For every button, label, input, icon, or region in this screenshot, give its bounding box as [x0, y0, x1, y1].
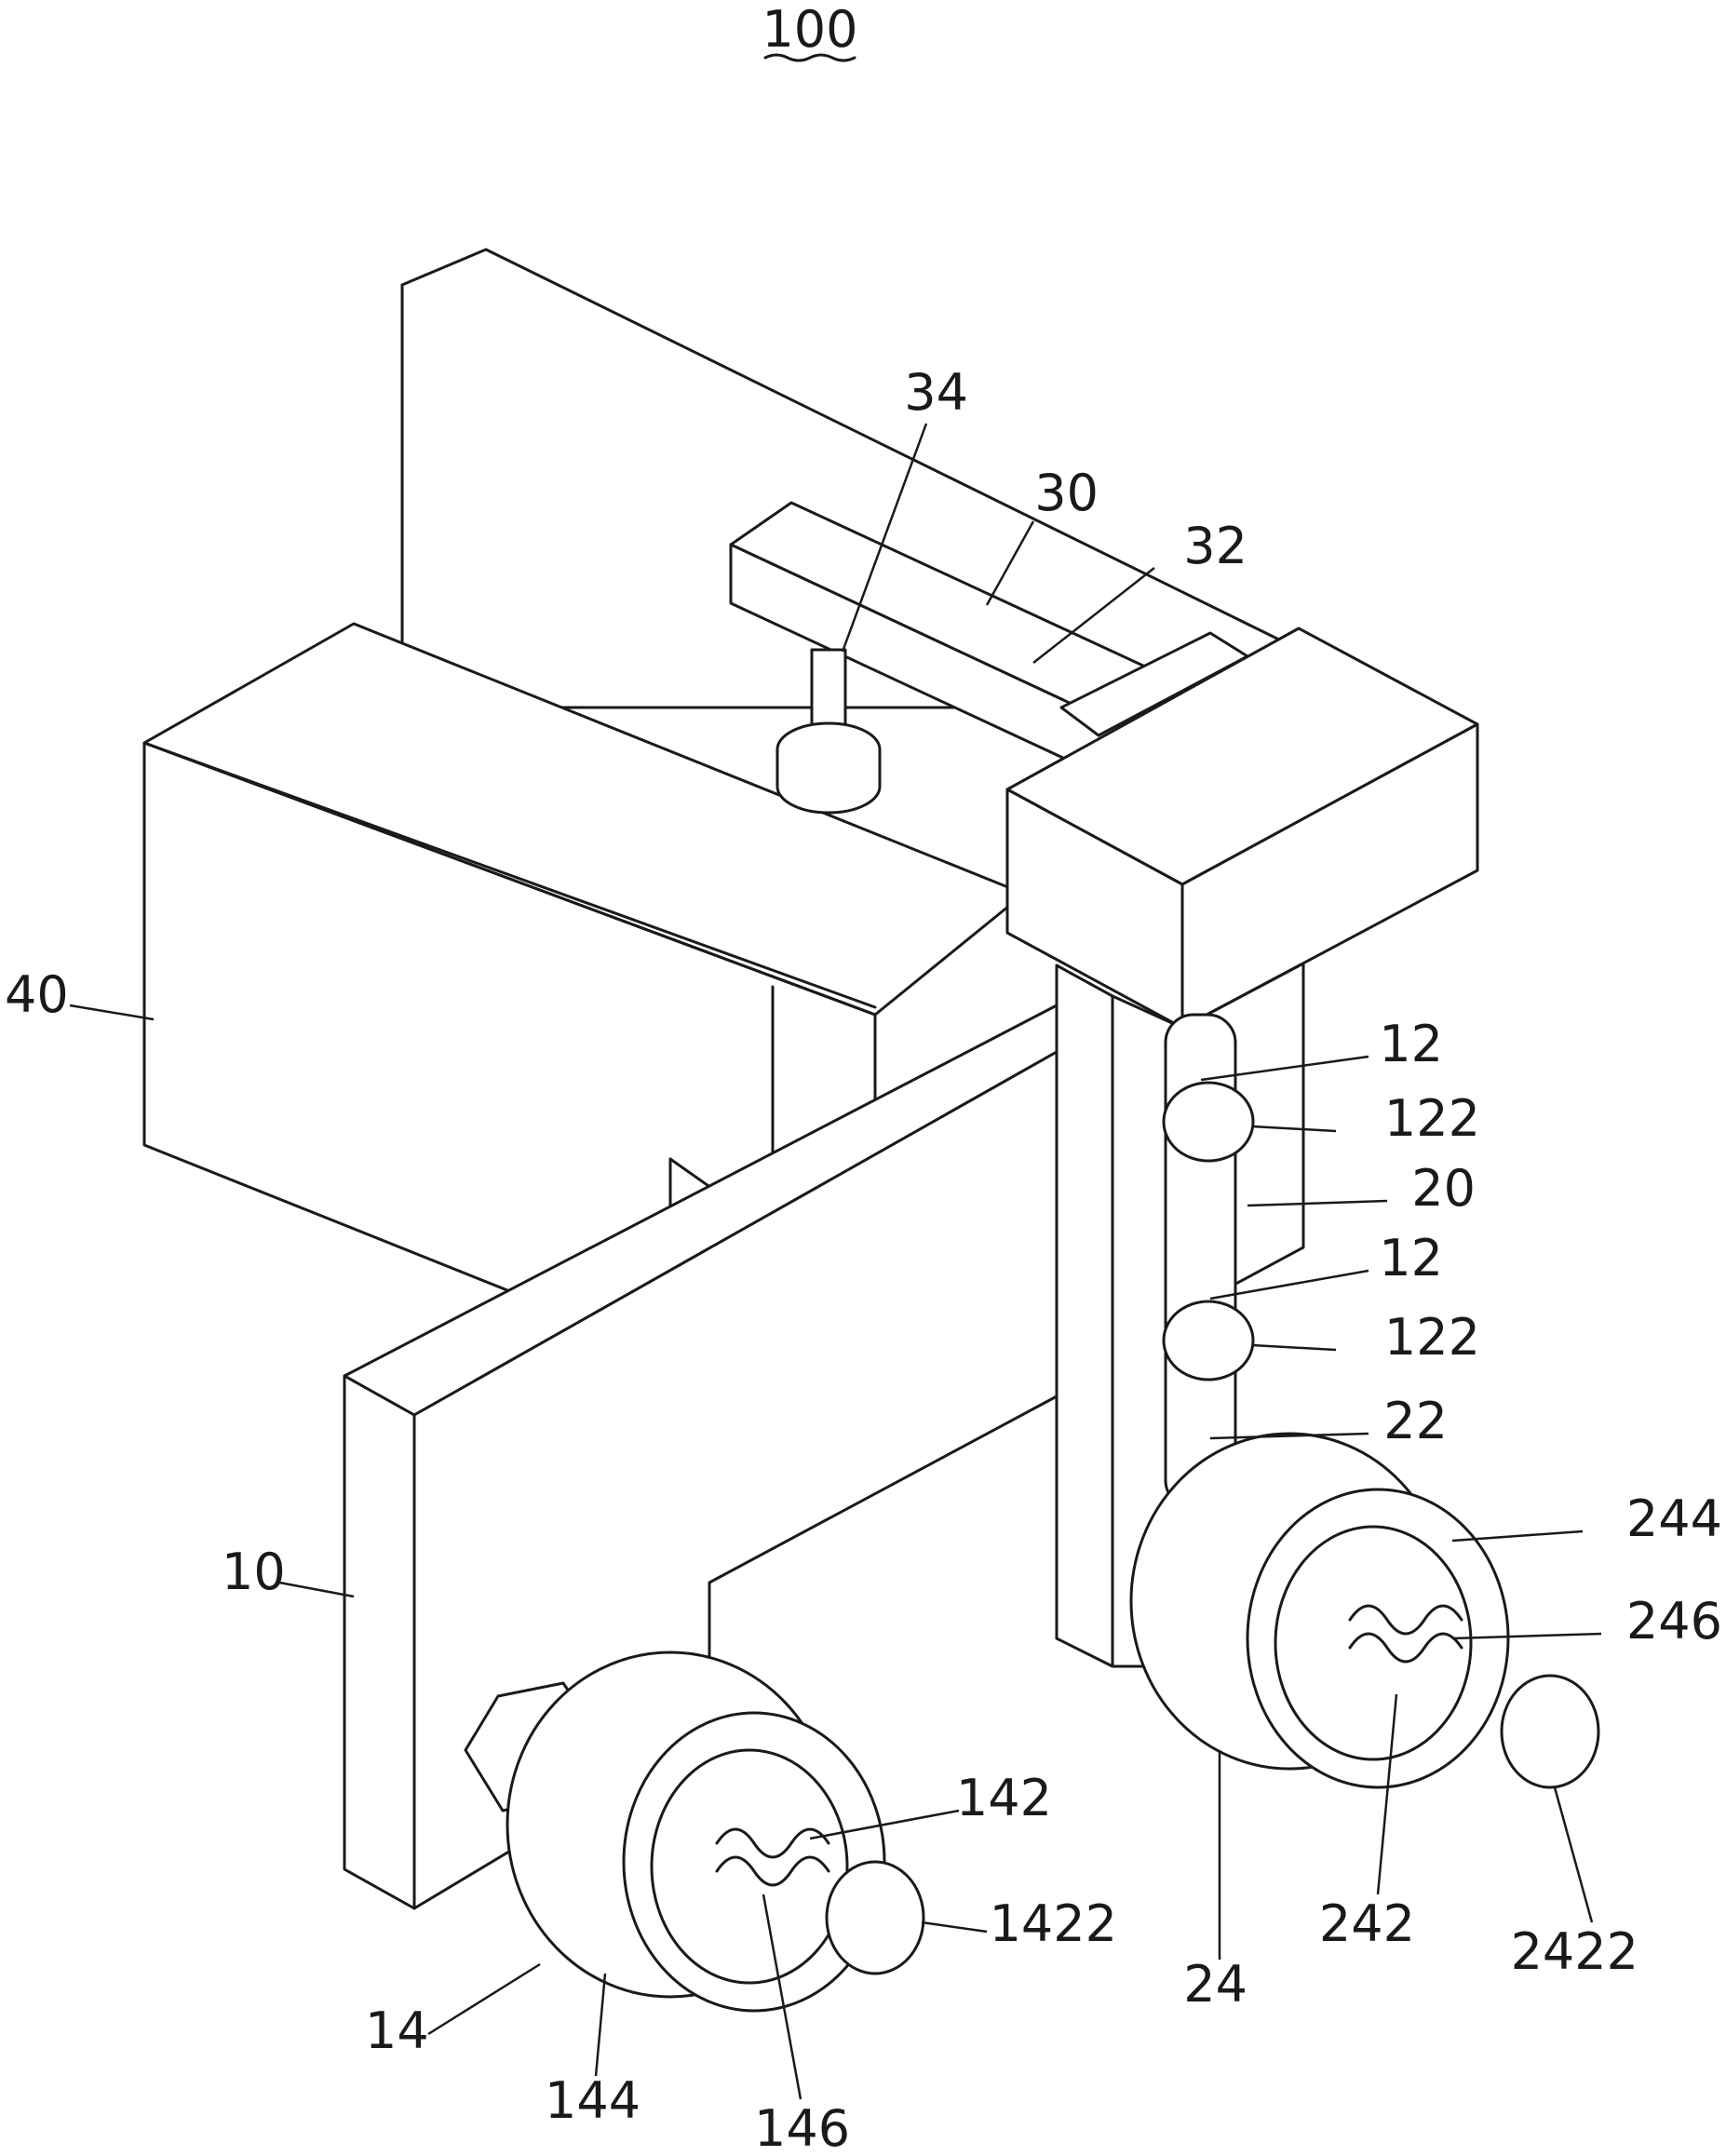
svg-text:34: 34	[904, 363, 968, 422]
label-10: 10	[222, 1543, 354, 1601]
svg-text:12: 12	[1379, 1229, 1443, 1287]
label-24: 24	[1183, 1750, 1247, 2014]
roller-assembly-24	[1131, 1434, 1598, 1787]
svg-text:146: 146	[754, 2099, 850, 2156]
svg-text:32: 32	[1183, 517, 1247, 575]
label-40: 40	[5, 965, 154, 1024]
label-1422: 1422	[922, 1894, 1117, 1953]
svg-text:122: 122	[1384, 1308, 1480, 1367]
svg-text:142: 142	[956, 1769, 1052, 1827]
svg-text:242: 242	[1319, 1894, 1415, 1953]
svg-text:122: 122	[1384, 1089, 1480, 1148]
svg-text:2422: 2422	[1511, 1922, 1638, 1981]
svg-text:24: 24	[1183, 1955, 1247, 2014]
svg-text:22: 22	[1383, 1392, 1448, 1450]
figure-number: 100	[762, 0, 857, 59]
roller-assembly-14	[465, 1652, 924, 2011]
svg-text:30: 30	[1034, 464, 1099, 522]
svg-text:14: 14	[365, 2001, 429, 2060]
svg-text:1422: 1422	[990, 1894, 1117, 1953]
svg-text:246: 246	[1626, 1592, 1722, 1651]
svg-text:12: 12	[1379, 1015, 1443, 1073]
label-122b: 122	[1252, 1308, 1480, 1367]
label-14: 14	[365, 1964, 540, 2060]
label-244: 244	[1452, 1489, 1722, 1548]
svg-text:10: 10	[222, 1543, 286, 1601]
label-144: 144	[545, 1974, 641, 2130]
svg-text:144: 144	[545, 2071, 641, 2130]
svg-text:20: 20	[1411, 1159, 1476, 1218]
svg-text:244: 244	[1626, 1489, 1722, 1548]
label-2422: 2422	[1511, 1787, 1638, 1981]
svg-text:40: 40	[5, 965, 69, 1024]
